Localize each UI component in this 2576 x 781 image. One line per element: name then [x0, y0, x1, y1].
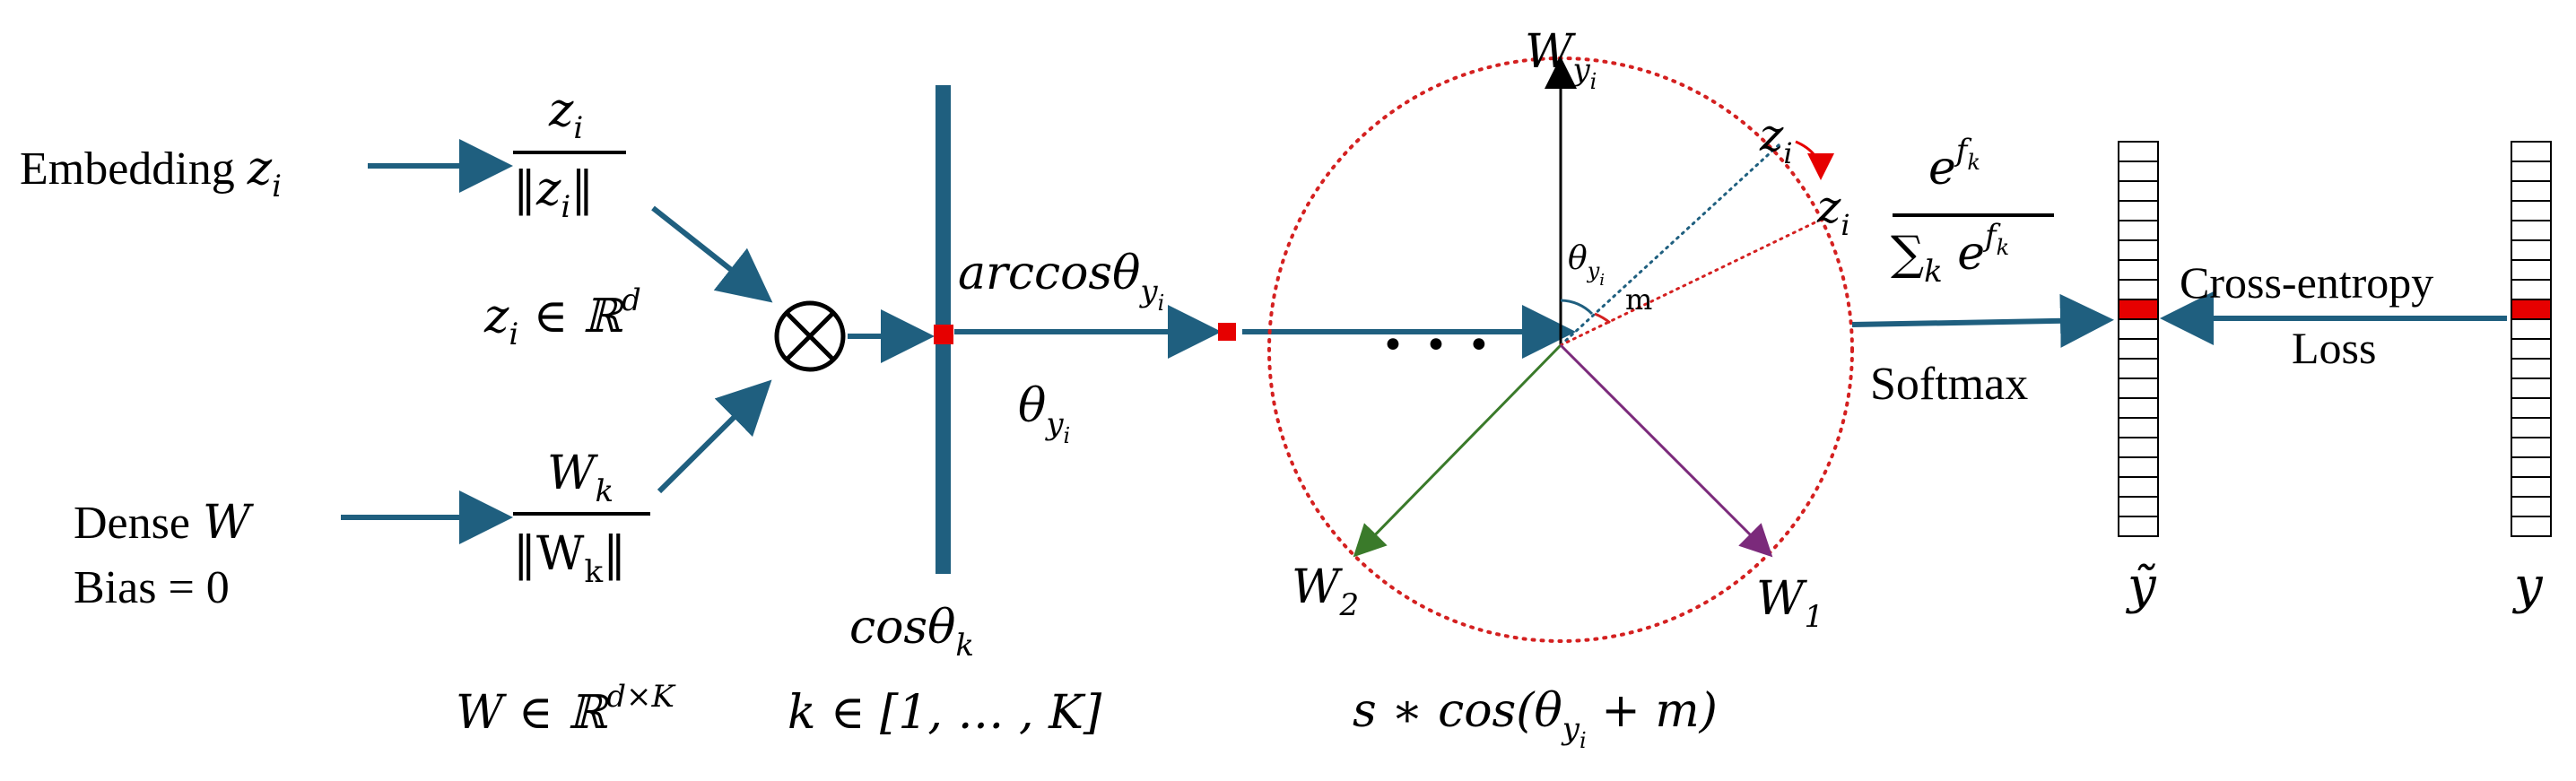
predicted-vector-cell: [2118, 239, 2159, 261]
theta-arc: [1560, 299, 1594, 316]
target-vector-cell: [2511, 239, 2552, 261]
bias-label: Bias = 0: [74, 562, 230, 613]
predicted-vector-cell: [2118, 338, 2159, 360]
cross-entropy-label: Cross-entropy: [2180, 257, 2433, 308]
tensor-product-operator: [774, 300, 846, 372]
circle-theta-label: θyi: [1568, 240, 1605, 290]
z-i-margin-line: [1559, 218, 1823, 347]
svg-text:∑k efk: ∑k efk: [1891, 218, 2009, 290]
w-to-operator-arrow: [657, 379, 772, 494]
target-vector-cell: [2511, 456, 2552, 478]
predicted-vector-highlight-cell: [2118, 299, 2159, 320]
w1-vector: [1559, 343, 1773, 558]
z-i-margin-label: zi: [1816, 181, 1850, 242]
predicted-vector-cell: [2118, 200, 2159, 221]
softmax-formula: efk ∑k efk: [1891, 133, 2054, 290]
predicted-vector-cell: [2118, 141, 2159, 162]
margin-arc: [1594, 312, 1611, 325]
predicted-vector-cell: [2118, 161, 2159, 182]
cos-theta-k-label: cosθk: [849, 601, 974, 664]
predicted-distribution-vector: [2118, 141, 2159, 537]
predicted-vector-cell: [2118, 318, 2159, 340]
predicted-vector-cell: [2118, 456, 2159, 478]
target-vector-cell: [2511, 259, 2552, 281]
z-to-operator-arrow: [651, 205, 773, 303]
target-vector-cell: [2511, 180, 2552, 202]
ellipsis-dots: • • •: [1381, 323, 1494, 369]
y-label: y: [2511, 557, 2544, 615]
theta-yi-label: θyi: [1018, 379, 1070, 448]
w-space-label: W ∈ ℝd×K: [456, 679, 676, 740]
predicted-vector-cell: [2118, 417, 2159, 438]
predicted-vector-cell: [2118, 437, 2159, 458]
predicted-vector-cell: [2118, 496, 2159, 517]
softmax-label: Softmax: [1870, 359, 2028, 410]
target-vector-cell: [2511, 476, 2552, 498]
w1-label: W1: [1756, 572, 1823, 635]
target-vector-highlight-cell: [2511, 299, 2552, 320]
target-vector-cell: [2511, 496, 2552, 517]
target-vector-cell: [2511, 220, 2552, 241]
predicted-vector-cell: [2118, 397, 2159, 419]
svg-text:‖zi‖: ‖zi‖: [513, 162, 594, 225]
arccos-label: arccosθyi: [958, 247, 1164, 316]
z-i-dotted-line: [1559, 142, 1782, 347]
z-normalization: zi ‖zi‖: [513, 83, 626, 225]
y-tilde-label: ỹ: [2125, 557, 2157, 615]
loss-label: Loss: [2292, 323, 2376, 373]
k-range-label: k ∈ [1, … , K]: [788, 686, 1102, 740]
target-vector-cell: [2511, 417, 2552, 438]
predicted-vector-cell: [2118, 377, 2159, 399]
target-vector-cell: [2511, 338, 2552, 360]
margin-m-label: m: [1625, 282, 1652, 317]
angle-marker: [1218, 323, 1236, 341]
target-vector-cell: [2511, 516, 2552, 537]
w-yi-label: Wyi: [1525, 25, 1597, 94]
svg-text:Wk: Wk: [547, 447, 614, 509]
svg-text:‖Wk‖: ‖Wk‖: [513, 527, 626, 590]
scaled-cosine-formula: s ∗ cos(θyi + m): [1353, 684, 1718, 753]
margin-rotation-arrow: [1795, 140, 1834, 180]
predicted-vector-cell: [2118, 259, 2159, 281]
svg-text:efk: efk: [1928, 133, 1980, 195]
circle-to-softmax-arrow: [1851, 293, 2114, 348]
target-vector-cell: [2511, 161, 2552, 182]
predicted-vector-cell: [2118, 180, 2159, 202]
predicted-vector-cell: [2118, 220, 2159, 241]
target-distribution-vector: [2511, 141, 2552, 537]
w-normalization: Wk ‖Wk‖: [513, 447, 650, 590]
svg-text:zi: zi: [548, 83, 583, 146]
target-vector-cell: [2511, 397, 2552, 419]
target-vector-cell: [2511, 200, 2552, 221]
target-vector-cell: [2511, 318, 2552, 340]
target-vector-cell: [2511, 279, 2552, 300]
cosine-bar-highlight: [934, 325, 953, 344]
target-vector-cell: [2511, 358, 2552, 379]
target-vector-cell: [2511, 377, 2552, 399]
z-space-label: zi ∈ ℝd: [483, 282, 641, 352]
w2-label: W2: [1292, 560, 1359, 623]
predicted-vector-cell: [2118, 279, 2159, 300]
predicted-vector-cell: [2118, 358, 2159, 379]
w2-vector: [1353, 343, 1562, 558]
predicted-vector-cell: [2118, 476, 2159, 498]
predicted-vector-cell: [2118, 516, 2159, 537]
z-i-label: zi: [1759, 109, 1793, 170]
target-vector-cell: [2511, 141, 2552, 162]
target-vector-cell: [2511, 437, 2552, 458]
